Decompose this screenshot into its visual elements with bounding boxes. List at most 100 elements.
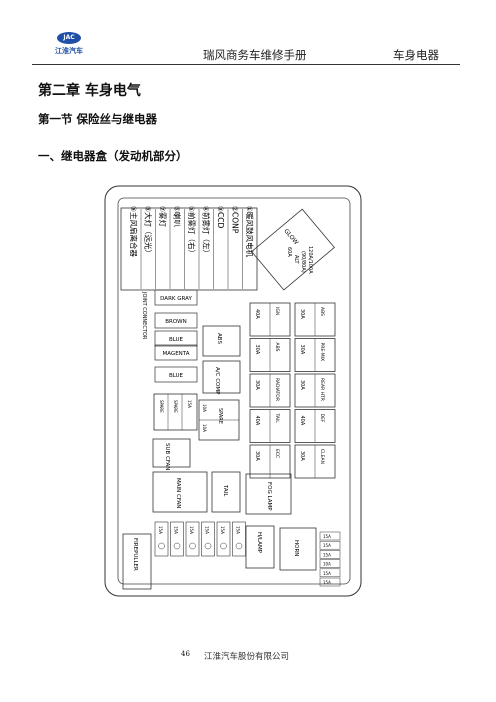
legend-number: ③	[216, 206, 224, 212]
glow-120a: 120A/100A	[307, 246, 313, 274]
small-fuse-amp: 15A	[158, 526, 163, 534]
joint-connector	[154, 312, 198, 329]
fuse-amp: 30A	[254, 451, 260, 461]
fuse-amp: 40A	[299, 416, 305, 426]
legend-item: 大灯（远光）	[144, 212, 154, 257]
fog-lamp-relay: FOG LAMP	[245, 473, 292, 515]
small-fuse	[185, 521, 200, 557]
right-fuse-amp: 10A	[323, 562, 331, 567]
right-small-fuse	[319, 577, 341, 587]
right-fuse-amp: 15A	[323, 534, 331, 539]
legend-number: ④	[202, 206, 210, 212]
fuse-column-1: 40A IGN 30A ABS 30A RADIATOR 40A TAIL 30A ECC	[249, 302, 291, 479]
glow-alt: ALT	[293, 255, 299, 265]
joint-connector	[154, 344, 198, 361]
right-small-fuse	[319, 531, 341, 541]
jac-logo: JAC 江淮汽车	[42, 32, 96, 56]
small-fuse	[154, 521, 169, 557]
headlamp-label: H/LAMP	[256, 532, 262, 554]
joint-label: BROWN	[165, 319, 186, 325]
legend-item: 雾灯	[158, 212, 168, 227]
fuse-terminal-icon	[158, 542, 165, 550]
tail-relay: TAIL	[211, 471, 241, 513]
relay-box-inner	[117, 197, 351, 585]
fuse-terminal-icon	[235, 542, 243, 550]
fuse-terminal-icon	[189, 542, 196, 550]
chapter-heading: 第二章 车身电气	[38, 83, 141, 99]
right-small-fuse	[319, 559, 341, 568]
fuse-name: TAIL	[274, 413, 280, 424]
fire-puller-label: FIREPULLER	[132, 538, 138, 571]
fuse-amp: 30A	[299, 309, 305, 319]
small-fuse-amp: 15A	[205, 526, 210, 534]
fuse-terminal-icon	[220, 542, 227, 550]
tail-relay-label: TAIL	[222, 484, 228, 497]
subsection-heading: 一、继电器盒（发动机部分）	[38, 149, 188, 163]
small-fuse	[170, 521, 184, 557]
relay-box-outline	[104, 185, 362, 597]
fuse-amp: 40A	[254, 309, 260, 319]
fuse-terminal-icon	[173, 542, 181, 550]
fire-puller-relay: FIREPULLER	[122, 533, 152, 590]
fuse-amp: 30A	[254, 345, 260, 355]
fuse-amp: 30A	[299, 451, 305, 461]
fuse-name: IGN	[274, 307, 280, 315]
small-fuse-amp: 15A	[174, 526, 179, 534]
fuse-name: PRE-MIX	[319, 343, 325, 362]
section-heading: 第一节 保险丝与继电器	[38, 112, 158, 126]
company-name: 江淮汽车股份有限公司	[204, 652, 290, 662]
fuse-name: RADIATOR	[274, 378, 280, 401]
joint-connector	[154, 330, 198, 347]
glow-fuse-box	[251, 208, 335, 291]
header-section: 车身电器	[393, 48, 439, 62]
legend-number: ⑥	[173, 206, 181, 212]
abs-relay-label: ABS	[216, 333, 222, 344]
small-fuse-amp: 15A	[189, 526, 194, 534]
fuse-amp: 30A	[254, 380, 260, 390]
small-fuse-amp: 15A	[236, 526, 241, 534]
spare-block-amp2: 10A	[202, 424, 207, 432]
right-small-fuse	[319, 540, 341, 550]
joint-connector-label: JOINT CONNECTOR	[141, 291, 147, 340]
fuse-name: DEF	[319, 414, 325, 423]
fuse-amp: 30A	[299, 345, 305, 355]
horn-label: HORN	[293, 540, 299, 556]
fuse-name: ABS	[274, 343, 280, 352]
spare-fuse-2: SPARE	[173, 400, 178, 413]
joint-connector	[154, 366, 198, 383]
right-fuse-amp: 15A	[323, 543, 331, 548]
small-fuse	[201, 521, 215, 557]
fog-lamp-label: FOG LAMP	[266, 482, 272, 511]
legend-list: 暖风鼓风电机①CONP②CCD③前雾灯（左）④前雾灯（右）⑤喇叭⑥雾灯⑦大灯（远…	[129, 206, 255, 289]
headlamp-relay: H/LAMP	[245, 525, 275, 569]
abs-relay: ABS	[202, 325, 241, 357]
legend-item: 喇叭	[173, 212, 183, 227]
header-rule	[32, 64, 460, 65]
legend-number: ①	[245, 206, 253, 212]
joint-label: BLUE	[169, 373, 184, 379]
ac-comp-label: A/C COMP	[214, 367, 220, 395]
legend-item: 前雾灯（左）	[202, 212, 212, 257]
fuse-name: ECC	[274, 449, 280, 458]
spare-block-label: SPARE	[217, 408, 223, 424]
right-small-fuse	[319, 568, 341, 578]
fuse-name: CLEAN	[319, 449, 325, 464]
spare-fuse-1: SPARE	[159, 400, 164, 413]
glow-9080a: (90/80A)	[300, 251, 306, 273]
glow-label: GLOW	[282, 228, 299, 247]
ac-comp-relay: A/C COMP	[202, 360, 241, 395]
joint-label: BLUE	[169, 337, 184, 343]
fuse-amp: 40A	[254, 416, 260, 426]
relay-box-diagram: 暖风鼓风电机①CONP②CCD③前雾灯（左）④前雾灯（右）⑤喇叭⑥雾灯⑦大灯（远…	[104, 185, 362, 597]
right-small-fuse	[319, 550, 341, 559]
sub-cfan-relay: SUB CFAN	[152, 438, 191, 470]
joint-label: DARK GRAY	[160, 296, 192, 302]
horn-relay: HORN	[279, 527, 317, 571]
manual-title: 瑞风商务车维修手册	[203, 48, 307, 62]
legend-item: CCD	[216, 212, 225, 228]
fuse-terminal-icon	[204, 542, 212, 550]
